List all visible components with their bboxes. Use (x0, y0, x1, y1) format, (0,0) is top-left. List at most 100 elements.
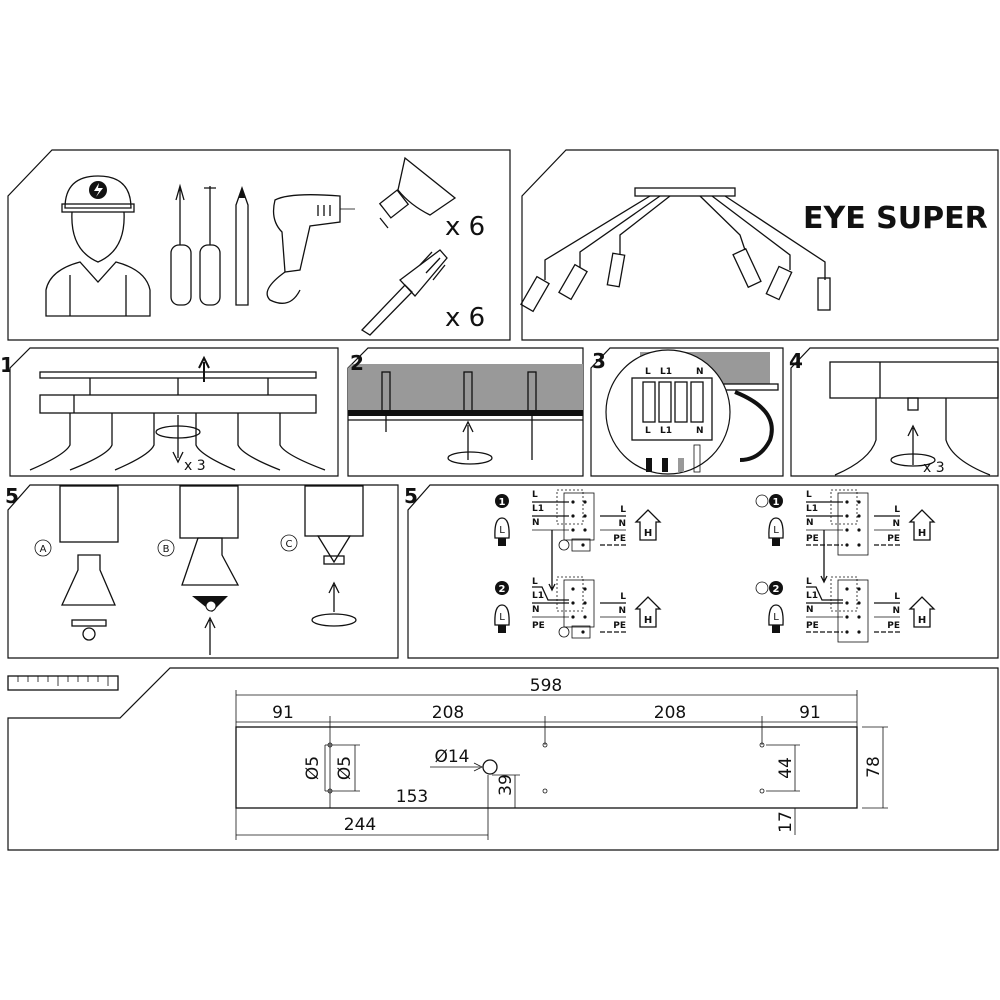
variant-number: 2 (499, 584, 506, 595)
house-icon (634, 596, 662, 628)
house-letter: H (918, 528, 926, 539)
house-letter: H (644, 615, 652, 626)
wire-label: N (532, 605, 540, 615)
terminal-block (837, 492, 869, 556)
wire-label: N (806, 518, 814, 528)
tools-panel: x 6 x 6 (7, 149, 511, 341)
wire-label: N (892, 519, 900, 529)
dim-cable-hole: Ø14 (434, 747, 469, 767)
earth-symbol-icon (755, 494, 769, 508)
wire-label: L (806, 577, 812, 587)
wire-label: PE (613, 534, 626, 544)
wire-label: N (532, 518, 540, 528)
dim-hole-small-a: Ø5 (303, 756, 323, 780)
house-letter: H (644, 528, 652, 539)
product-name: EYE SUPER (803, 201, 988, 236)
wire-label: L (806, 490, 812, 500)
terminal-label-bottom: L1 (660, 426, 672, 436)
house-icon (908, 509, 936, 541)
dim-17: 17 (776, 811, 796, 833)
lamp-icon (768, 517, 784, 539)
step-number: 2 (350, 351, 364, 375)
house-letter: H (918, 615, 926, 626)
wire-label: L (620, 505, 626, 515)
drill-icon (266, 194, 355, 304)
terminal-block (837, 579, 869, 643)
wire-label: PE (806, 621, 819, 631)
lamp-letter: L (773, 525, 779, 536)
electrician-icon (45, 175, 151, 317)
pencil-icon (235, 186, 249, 306)
dim-span-left: 208 (432, 703, 464, 723)
dimension-lines (235, 690, 888, 840)
bulb-quantity: x 6 (445, 212, 485, 242)
product-panel: EYE SUPER (520, 149, 999, 341)
svg-text:C: C (286, 539, 293, 550)
lamp-letter: L (773, 612, 779, 623)
dim-244: 244 (344, 815, 376, 835)
wire-label: PE (887, 621, 900, 631)
step-number: 3 (592, 349, 606, 373)
wire-label: PE (887, 534, 900, 544)
variant-number-badge (769, 494, 783, 508)
dim-edge-left: 91 (272, 703, 294, 723)
variant-number: 1 (499, 497, 506, 508)
variant-number-badge (769, 581, 783, 595)
variant-number: 2 (773, 584, 780, 595)
wire-label: L (532, 490, 538, 500)
cable-hole (482, 759, 498, 775)
dim-hole-small-b: Ø5 (335, 756, 355, 780)
dim-span-right: 208 (654, 703, 686, 723)
wire-label: L1 (532, 591, 544, 601)
step-1-panel: 1 x 3 (0, 347, 339, 477)
wire-label: L (894, 592, 900, 602)
transition-arrow (820, 530, 828, 584)
wire-label: L (894, 505, 900, 515)
wire-label: N (892, 606, 900, 616)
product-illustration (520, 187, 831, 313)
terminal-label-top: N (696, 367, 704, 377)
wire-label: N (618, 606, 626, 616)
lamp-icon (768, 604, 784, 626)
lamp-icon (494, 604, 510, 626)
step-5-bulb-panel: 5 A B C (5, 484, 399, 659)
gu10-bulb-icon (378, 156, 457, 229)
terminal-label-bottom: L (645, 426, 651, 436)
step-number: 4 (789, 349, 803, 373)
earth-symbol-icon (558, 626, 570, 638)
turn-count: x 3 (184, 458, 206, 474)
wire-label: PE (532, 621, 545, 631)
variant-number-badge (495, 581, 509, 595)
lamp-letter: L (499, 525, 505, 536)
earth-symbol-icon (755, 581, 769, 595)
earth-symbol-icon (558, 539, 570, 551)
wire-label: L1 (806, 591, 818, 601)
screwdrivers-icon (170, 183, 221, 306)
terminal-label-top: L1 (660, 367, 672, 377)
anchor-drilled (381, 371, 537, 460)
terminal-label-top: L (645, 367, 651, 377)
lamp-letter: L (499, 612, 505, 623)
wire-label: N (806, 605, 814, 615)
option-b: B (157, 485, 240, 655)
wire-label: L1 (806, 504, 818, 514)
wall-anchor-screw-icon (360, 249, 448, 336)
ruler-icon (7, 675, 119, 691)
wire-label: PE (613, 621, 626, 631)
dim-39: 39 (496, 774, 516, 796)
anchor-quantity: x 6 (445, 303, 485, 333)
turn-count: x 3 (923, 460, 945, 476)
dim-edge-right: 91 (799, 703, 821, 723)
step-2-panel: 2 (347, 347, 584, 477)
dim-height: 78 (864, 756, 884, 778)
house-icon (908, 596, 936, 628)
dim-total-width: 598 (530, 676, 562, 696)
wire-label: L (532, 577, 538, 587)
